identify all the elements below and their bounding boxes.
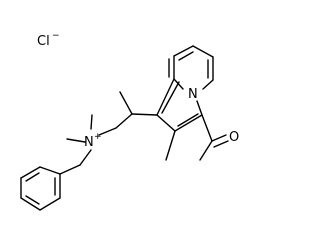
acetyl-group xyxy=(199,114,229,161)
structure-canvas: Cl − N + N O xyxy=(20,31,239,211)
carbonyl-oxygen-label: O xyxy=(229,130,239,145)
benzene-ring xyxy=(20,164,81,211)
ring-methyl-bond xyxy=(165,130,176,161)
ammonium-substituents xyxy=(66,114,93,166)
pyrrole-ring xyxy=(156,78,203,132)
ring-nitrogen-label: N xyxy=(188,87,198,102)
chloride-charge: − xyxy=(52,31,60,41)
ammonium-nitrogen-label: N xyxy=(84,135,94,150)
ammonium-charge: + xyxy=(94,132,102,142)
side-chain xyxy=(98,91,158,136)
pyridine-ring xyxy=(168,45,214,90)
chloride-label: Cl xyxy=(37,34,50,49)
molecule-drawing: Cl − N + N O xyxy=(20,31,239,211)
